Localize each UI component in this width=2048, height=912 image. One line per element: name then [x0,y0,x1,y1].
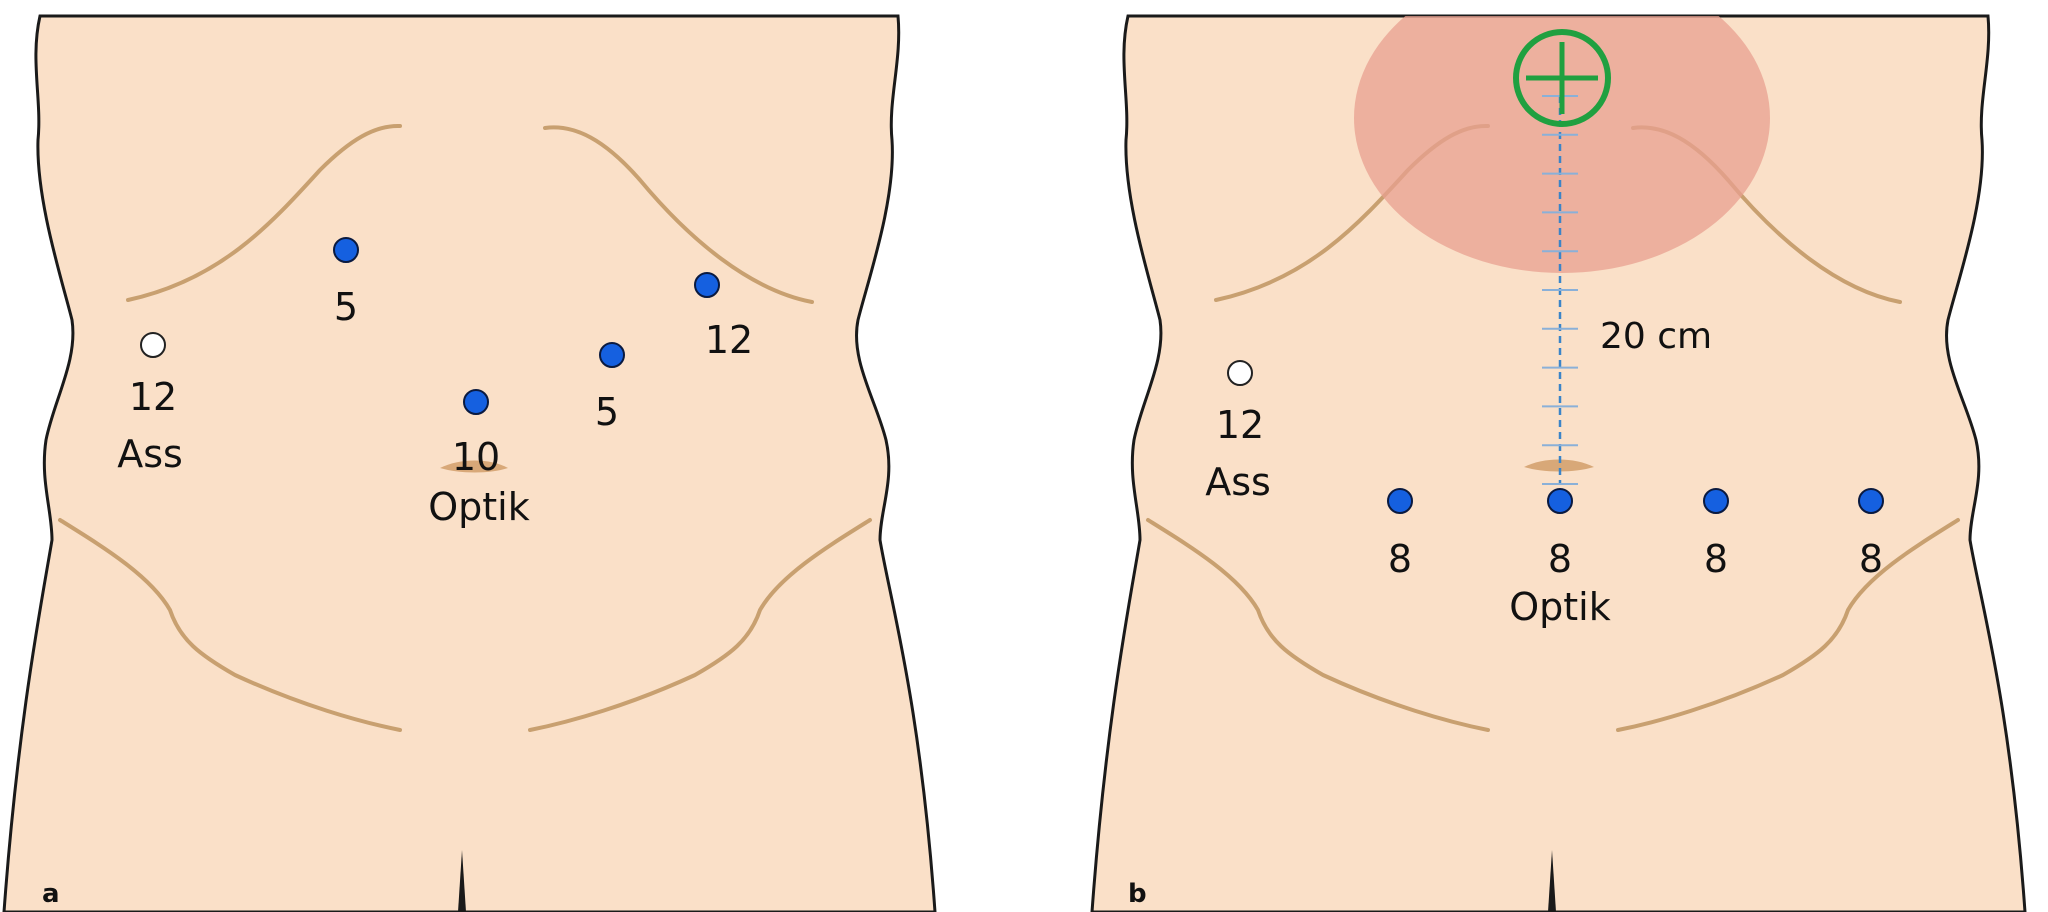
port-role-ass-a: Ass [117,432,183,476]
port-role-camera-a: Optik [428,485,530,529]
port-marker-ass-b [1227,360,1253,386]
midline-cleft-a [458,850,466,912]
port-marker-upper-5-a [333,237,359,263]
crosshair-target-icon [1513,29,1611,127]
port-size-ass-a: 12 [129,375,177,419]
port-size-camera-b: 8 [1548,537,1572,581]
panel-label-b: b [1128,879,1147,909]
port-role-ass-b: Ass [1205,460,1271,504]
port-size-1-b: 8 [1388,537,1412,581]
rib-line-right-a [543,125,814,304]
target-zone [1354,16,1770,273]
groin-line-left-a [58,518,402,732]
distance-label: 20 cm [1600,316,1712,357]
port-marker-right-12-a [694,272,720,298]
panel-a: 12 Ass 5 10 Optik 5 12 a [2,14,937,912]
port-marker-4-b [1858,488,1884,514]
midline-cleft-b [1548,850,1556,912]
port-size-ass-b: 12 [1216,403,1264,447]
port-size-right-5-a: 5 [595,390,619,434]
port-marker-right-5-a [599,342,625,368]
rib-line-left-a [126,123,402,302]
navel-a [440,460,508,473]
distance-ruler [1542,95,1578,485]
port-marker-3-b [1703,488,1729,514]
navel-b [1524,459,1594,472]
port-marker-1-b [1387,488,1413,514]
port-size-upper-5-a: 5 [334,285,358,329]
port-marker-camera-b [1547,488,1573,514]
port-role-camera-b: Optik [1509,585,1611,629]
port-size-3-b: 8 [1704,537,1728,581]
groin-line-left-b [1146,518,1490,732]
groin-line-right-a [528,518,872,732]
port-size-right-12-a: 12 [705,318,753,362]
groin-line-right-b [1616,518,1960,732]
port-marker-camera-a [463,389,489,415]
panel-b: 20 cm 12 Ass 8 8 Optik 8 8 b [1090,14,2027,912]
panel-label-a: a [42,879,60,909]
port-size-4-b: 8 [1859,537,1883,581]
port-marker-ass-a [140,332,166,358]
port-size-camera-a: 10 [452,435,500,479]
